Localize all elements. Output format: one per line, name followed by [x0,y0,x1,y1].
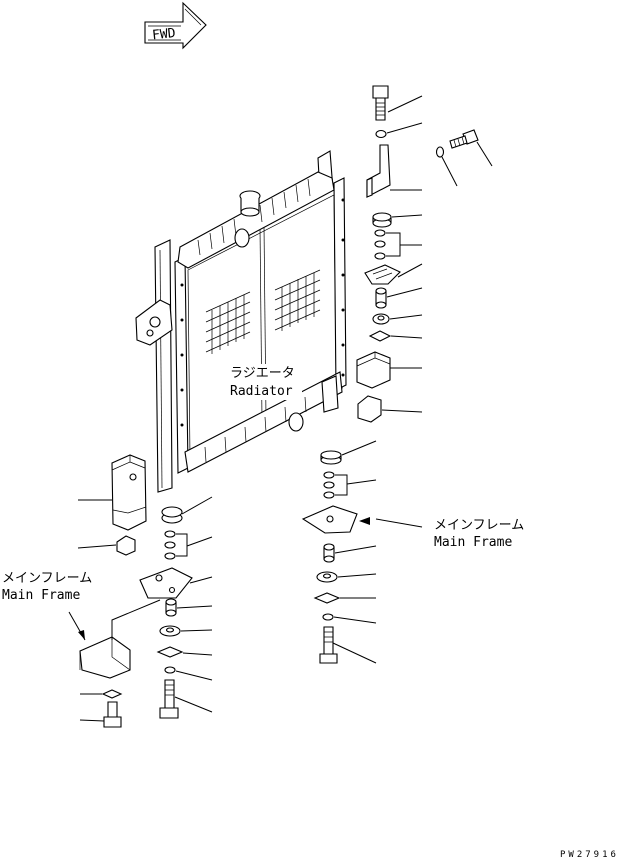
bottom-outlet [288,412,304,432]
upper-collar [375,287,387,309]
upper-washer-square [368,330,392,342]
left-long-bolt [159,679,179,719]
bracket-washer [101,689,123,699]
right-shims [323,471,335,499]
left-rubber-block [111,454,147,531]
rubber-cap [357,395,382,423]
left-shims [164,530,176,560]
right-frame-plate [301,505,358,534]
upper-bracket [366,144,391,198]
left-collar [165,598,177,617]
main-frame-left-en: Main Frame [2,588,80,603]
side-washer [435,146,445,158]
fwd-arrow: FWD [144,1,207,50]
radiator-label-en: Radiator [230,384,293,399]
upper-plate [364,264,401,285]
drawing-number: PW27916 [560,850,619,860]
main-frame-right-en: Main Frame [434,535,512,550]
top-washer [375,129,387,139]
left-main-frame-bracket [79,636,131,679]
upper-cushion-2 [372,313,390,325]
right-side-holes [341,198,345,377]
core-grid-right [274,269,321,331]
main-frame-right-jp: メインフレーム [434,518,524,533]
left-cushion-2 [159,625,181,637]
left-side-holes [180,283,184,427]
top-bolt [372,85,389,121]
left-cushion [161,506,183,524]
left-rubber-cap [116,535,136,556]
right-long-bolt [319,626,338,664]
upper-cushion [372,212,392,228]
core-grid-left [205,291,251,354]
left-washer-flat [156,646,184,658]
top-tank [177,171,335,269]
left-frame-plate [139,567,193,599]
left-side-bracket [154,239,173,493]
left-washer-small [164,666,176,674]
rubber-block [356,351,391,389]
right-washer-flat [313,592,341,604]
upper-shims [374,229,386,260]
right-collar [323,543,335,563]
fwd-label: FWD [151,26,176,43]
bracket-bolt [103,701,122,728]
radiator-assembly: ラジエータ Radiator [135,150,347,493]
radiator-label-jp: ラジエータ [230,366,295,381]
side-bolt [449,129,479,149]
right-washer-small [322,613,334,621]
right-cushion [320,450,342,465]
main-frame-left-jp: メインフレーム [2,571,92,586]
filler-cap [239,190,261,217]
right-cushion-2 [316,571,338,583]
